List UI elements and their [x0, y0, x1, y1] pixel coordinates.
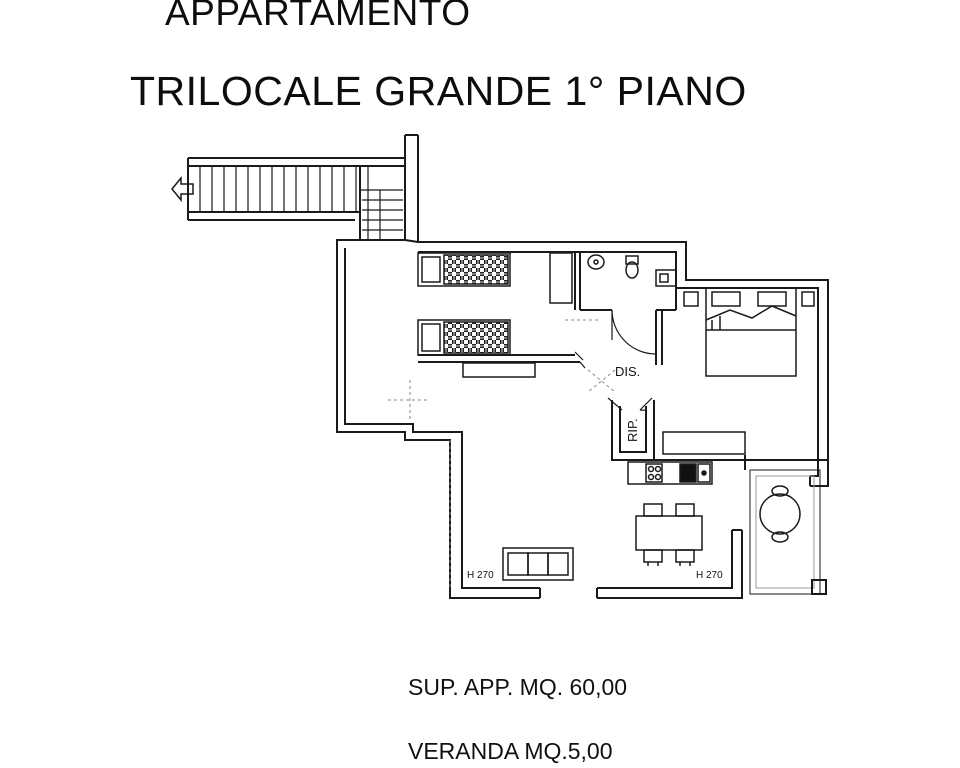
shower-icon [655, 269, 677, 287]
guide-lines [388, 319, 616, 590]
label-dis: DIS. [615, 364, 640, 379]
label-height-left: H 270 [467, 570, 494, 581]
wardrobe [462, 252, 746, 455]
double-bed-icon [705, 287, 797, 377]
sofa-icon [502, 547, 574, 581]
label-rip: RIP. [625, 418, 640, 442]
stairs [187, 157, 405, 240]
single-bed-icon [417, 252, 511, 287]
stove-icon [627, 461, 713, 485]
veranda [749, 469, 827, 595]
toilet-icon [625, 255, 639, 279]
table-icon [635, 503, 703, 566]
veranda-area: VERANDA MQ.5,00 [408, 738, 613, 764]
title-line-1: APPARTAMENTO [165, 0, 471, 33]
label-height-right: H 270 [696, 570, 723, 581]
sink-icon [587, 254, 605, 270]
nightstand [801, 291, 815, 307]
door-arc [574, 309, 657, 411]
nightstand [683, 291, 699, 307]
surface-area: SUP. APP. MQ. 60,00 [408, 674, 628, 700]
title-line-2: TRILOCALE GRANDE 1° PIANO [130, 68, 747, 114]
outer-walls [336, 134, 829, 599]
round-table-icon [759, 485, 801, 543]
exit-arrow-icon [171, 175, 194, 203]
single-bed-icon [417, 319, 511, 356]
